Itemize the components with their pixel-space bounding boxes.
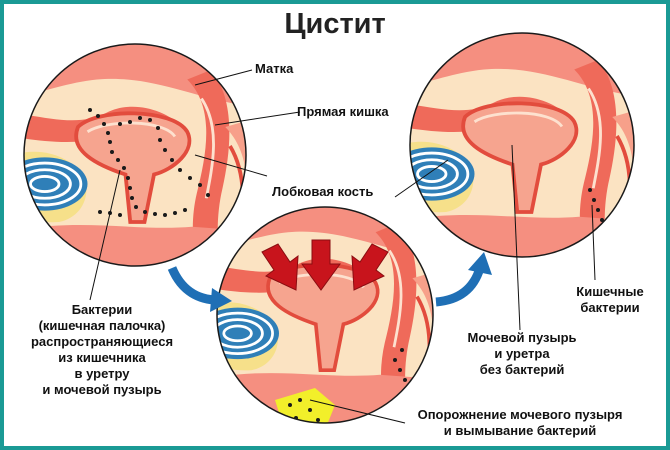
label-rectum: Прямая кишка	[297, 104, 389, 119]
pressure-arrows	[261, 239, 389, 291]
panel-bladder-emptying	[216, 206, 434, 424]
leader-lines	[89, 69, 596, 424]
label-bladder-clean: Мочевой пузырь и уретра без бактерий	[467, 330, 577, 377]
panel-bladder-clean	[409, 32, 635, 258]
flow-arrow-left	[167, 266, 219, 305]
label-intestinal-bacteria: Кишечные бактерии	[576, 284, 644, 315]
label-emptying: Опорожнение мочевого пузыря и вымывание …	[417, 407, 623, 438]
bacteria-dots	[88, 108, 210, 217]
panel-bacteria-spreading	[23, 43, 247, 267]
label-pubic-bone: Лобковая кость	[272, 184, 374, 199]
page-title: Цистит	[284, 8, 386, 40]
label-uterus: Матка	[255, 61, 294, 76]
flow-arrow-right	[435, 266, 485, 307]
label-bacteria-spreading: Бактерии (кишечная палочка) распространя…	[30, 302, 174, 397]
